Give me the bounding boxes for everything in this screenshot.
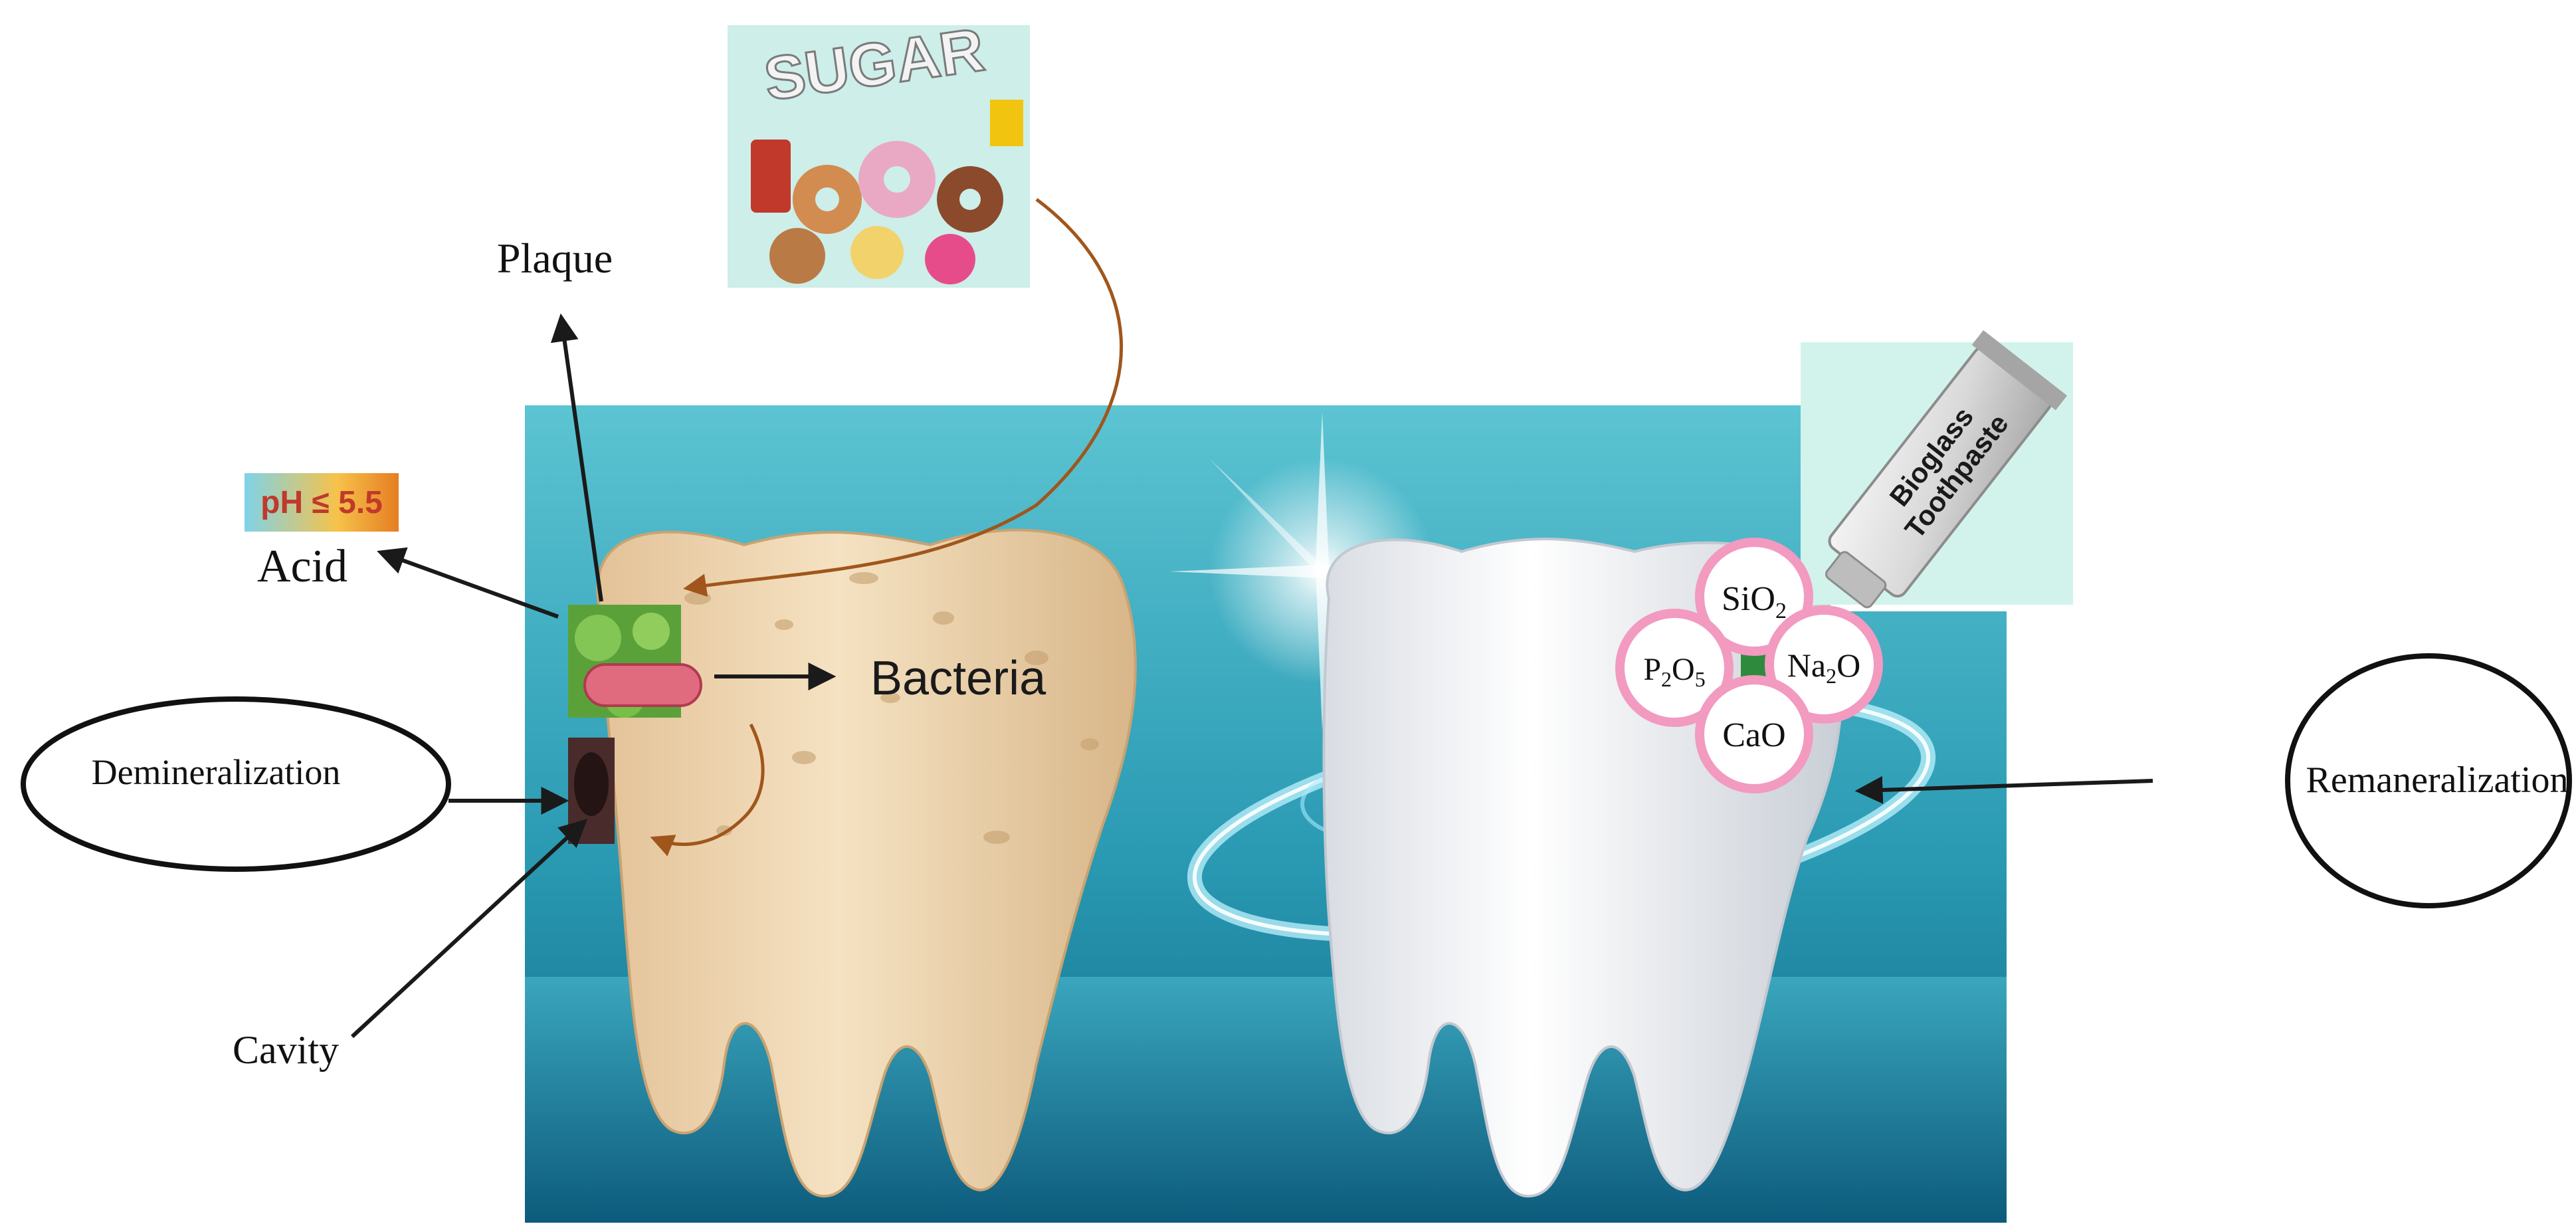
p2o5-base: P: [1643, 652, 1661, 687]
cao-label: CaO: [1722, 716, 1785, 754]
oxide-na2o: Na2O: [1765, 605, 1883, 724]
label-arrows: [350, 313, 2153, 1039]
oxide-cao: CaO: [1695, 675, 1813, 793]
remineralization-label: Remaneralization: [2306, 760, 2569, 801]
p2o5-sub2: 5: [1695, 667, 1706, 691]
cavity-inset: [568, 738, 615, 844]
acid-label: Acid: [257, 541, 347, 592]
bacteria-inset: [568, 605, 702, 718]
svg-text:SiO2: SiO2: [1722, 580, 1787, 623]
p2o5-sub1: 2: [1661, 667, 1672, 691]
ph-badge: pH ≤ 5.5: [245, 473, 399, 532]
na2o-base: Na: [1787, 647, 1826, 684]
svg-text:P2O5: P2O5: [1643, 652, 1705, 691]
ph-label: pH ≤ 5.5: [260, 485, 383, 520]
bacteria-label: Bacteria: [870, 652, 1046, 705]
bacteria-to-cavity-line: [650, 723, 765, 857]
p2o5-mid: O: [1672, 652, 1695, 687]
sugar-image: SUGAR: [728, 15, 1030, 288]
demineralization-ellipse: [21, 696, 451, 872]
toothpaste-tube: Bioglass Toothpaste: [1801, 330, 2073, 609]
oxide-p2o5: P2O5: [1615, 609, 1734, 727]
na2o-sub: 2: [1826, 664, 1836, 688]
sio2-base: SiO: [1722, 580, 1775, 618]
svg-text:Na2O: Na2O: [1787, 647, 1860, 688]
demineralization-label: Demineralization: [92, 752, 341, 792]
bacterium-rod: [583, 663, 702, 707]
sugar-to-tooth-line: [683, 198, 1124, 597]
na2o-tail: O: [1836, 647, 1860, 684]
plaque-label: Plaque: [497, 235, 613, 282]
oxide-cluster: SiO2 Na2O P2O5 CaO: [1615, 538, 1883, 793]
cavity-label: Cavity: [233, 1028, 339, 1072]
sio2-sub: 2: [1775, 599, 1787, 623]
remineralization-ellipse: [2285, 653, 2572, 908]
